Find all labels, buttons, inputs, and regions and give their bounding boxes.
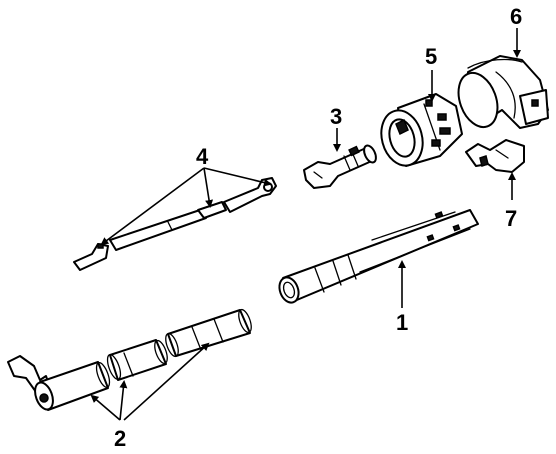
callout-1: 1 [396,310,408,335]
shift-lever-part [303,144,377,189]
callout-3: 3 [330,104,342,129]
callout-6: 6 [510,4,522,29]
leader-2b [119,380,128,421]
leader-4c [203,167,272,187]
leader-2c [123,342,210,421]
leader-2a [90,394,121,421]
lower-shaft-part [7,308,252,411]
leader-lines [90,28,521,421]
callout-labels: 1 2 3 4 5 6 7 [114,4,522,451]
callout-5: 5 [425,44,437,69]
leader-4b [203,167,214,208]
callout-4: 4 [196,144,209,169]
callout-7: 7 [505,206,517,231]
upper-housing-part [457,55,549,129]
column-jacket-part [278,209,479,304]
leader-4a [100,167,205,246]
shift-rod-part [73,177,277,271]
retainer-clip-part [465,139,525,173]
callout-2: 2 [114,426,126,451]
lock-housing-part [380,93,463,167]
